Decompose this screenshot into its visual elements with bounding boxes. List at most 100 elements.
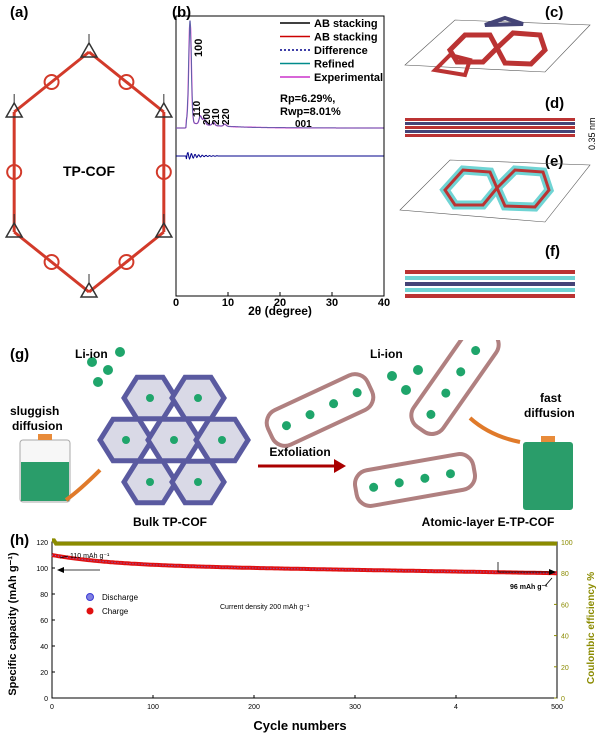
imide-node-icon (155, 164, 172, 180)
y-tick-label: 80 (40, 592, 48, 599)
top-view-render-c (404, 15, 591, 78)
li-ion-dot (471, 346, 481, 356)
sluggish-label-2: diffusion (12, 419, 63, 433)
li-ion-dot (441, 388, 451, 398)
li-ion-dot (426, 409, 436, 419)
left-axis-arrowhead (57, 567, 64, 573)
triazine-node-icon (154, 101, 174, 118)
li-ion-label-left: Li-ion (75, 347, 108, 361)
x-tick-label: 500 (551, 704, 563, 711)
x-tick-label: 4 (454, 704, 458, 711)
cof-nanosheet (409, 340, 501, 436)
panel-label-d: (d) (545, 95, 565, 112)
battery-left-icon (19, 434, 71, 503)
fast-diffusion-arrow-icon (468, 416, 521, 444)
cycling-frame (51, 541, 558, 699)
panel-label-c: (c) (545, 4, 564, 21)
coulombic-efficiency-series (52, 538, 557, 546)
li-ion-dot (305, 410, 315, 420)
triazine-node-icon (4, 101, 24, 118)
hexagon-edge (13, 230, 90, 294)
annotation-110: 110 mAh g⁻¹ (70, 553, 110, 560)
annotation-96: 96 mAh g⁻¹ (510, 584, 548, 591)
y-tick-label: 60 (40, 618, 48, 625)
cof-nanosheet (264, 372, 376, 448)
xrd-legend-label: AB stacking (314, 18, 378, 30)
bulk-cof-render (87, 347, 251, 506)
y-right-tick-label: 20 (561, 665, 569, 672)
structure-panels: 0.35 nm (395, 0, 600, 320)
xrd-xtick-label: 40 (378, 297, 390, 309)
atomic-layer-sheets (264, 340, 501, 508)
li-ion-dot (445, 469, 455, 479)
li-ion-dot (413, 365, 423, 375)
y-tick-label: 120 (36, 540, 48, 547)
imide-node-icon (118, 74, 135, 90)
li-ion-dot (194, 478, 202, 486)
annotation-arrow-110 (59, 555, 69, 559)
battery-right-icon (523, 436, 573, 510)
annotation-arrow-96 (544, 577, 553, 587)
panel-label-a: (a) (10, 4, 29, 21)
xrd-legend-label: Difference (314, 45, 368, 57)
sheet-outline (409, 340, 501, 436)
right-axis-arrowhead (549, 569, 556, 575)
xrd-xtick-label: 0 (173, 297, 179, 309)
li-ion-dot (352, 388, 362, 398)
x-tick-label: 100 (147, 704, 159, 711)
discharge-series (51, 554, 557, 574)
xrd-xtick-label: 10 (222, 297, 234, 309)
li-ion-dot (218, 436, 226, 444)
structure-panels-svg: 0.35 nm (399, 15, 597, 298)
xrd-xtick-label: 30 (326, 297, 338, 309)
legend-charge-marker (86, 607, 94, 615)
exfoliation-scheme: sluggish diffusion Li-ion Bulk TP-COF Ex… (0, 340, 600, 530)
panel-label-h: (h) (10, 532, 30, 549)
triazine-node-icon (79, 281, 99, 298)
sheet-outline (264, 372, 376, 448)
peak-label-001: 001 (295, 119, 312, 130)
peak-label-210: 210 (211, 108, 222, 125)
li-ion-dot (103, 365, 113, 375)
xrd-xlabel: 2θ (degree) (248, 304, 312, 318)
y-tick-label: 20 (40, 670, 48, 677)
cycling-legend: Discharge Charge (86, 593, 139, 616)
tp-cof-label: TP-COF (63, 163, 116, 179)
hexagon-edge (13, 50, 90, 114)
xrd-legend-label: Experimental (314, 72, 383, 84)
li-ion-dot (369, 482, 379, 492)
li-ion-dot (456, 367, 466, 377)
peak-label-200: 200 (202, 108, 213, 125)
y-tick-label: 0 (44, 696, 48, 703)
cycling-ylabel-right: Coulombic efficiency % (586, 572, 597, 684)
imide-node-icon (43, 74, 60, 90)
slow-diffusion-arrow-icon (64, 468, 102, 502)
xrd-series-difference (176, 151, 384, 161)
sheet-outline (353, 452, 477, 508)
sluggish-label-1: sluggish (10, 404, 59, 418)
y-right-tick-label: 60 (561, 602, 569, 609)
xrd-series-refined (176, 20, 384, 129)
charge-series (51, 553, 557, 576)
y-tick-label: 100 (36, 566, 48, 573)
atomic-cof-label: Atomic-layer E-TP-COF (422, 515, 555, 529)
y-right-tick-label: 0 (561, 696, 565, 703)
tp-cof-hexagon-diagram: TP-COF (4, 34, 174, 298)
y-right-tick-label: 80 (561, 571, 569, 578)
triazine-node-icon (4, 221, 24, 238)
li-ion-dot (394, 478, 404, 488)
peak-label-100: 100 (193, 39, 205, 57)
x-tick-label: 0 (50, 704, 54, 711)
li-ion-dot (93, 377, 103, 387)
panel-label-g: (g) (10, 346, 30, 363)
imide-node-icon (6, 164, 23, 180)
fast-label-1: fast (540, 391, 561, 405)
annotation-current-density: Current density 200 mAh g⁻¹ (220, 604, 310, 611)
legend-discharge-marker (86, 593, 94, 601)
cycling-xlabel: Cycle numbers (253, 718, 346, 733)
li-ion-dot (401, 385, 411, 395)
interlayer-spacing: 0.35 nm (587, 117, 597, 150)
x-tick-label: 300 (349, 704, 361, 711)
